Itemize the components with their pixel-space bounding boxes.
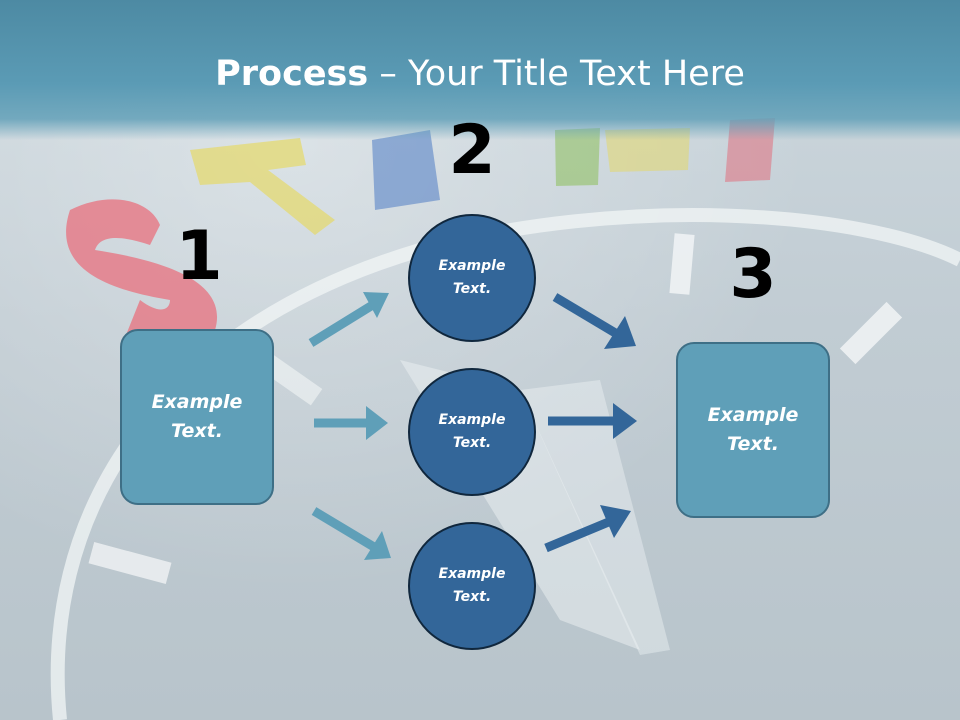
step-number-3: 3 bbox=[729, 235, 777, 314]
chalk-tick bbox=[669, 233, 695, 295]
page-title: Process – Your Title Text Here bbox=[0, 52, 960, 96]
right-process-box[interactable]: Example Text. bbox=[676, 342, 830, 518]
title-bold: Process bbox=[215, 54, 369, 94]
process-circle-middle[interactable]: Example Text. bbox=[408, 368, 536, 496]
letter-t-block bbox=[190, 138, 335, 235]
step-number-2: 2 bbox=[448, 111, 496, 190]
title-rest: – Your Title Text Here bbox=[368, 54, 745, 94]
circle-bottom-text: Example Text. bbox=[438, 566, 506, 605]
chalk-tick bbox=[839, 301, 903, 365]
circle-middle-text: Example Text. bbox=[438, 412, 506, 451]
process-circle-top[interactable]: Example Text. bbox=[408, 214, 536, 342]
right-box-text: Example Text. bbox=[707, 404, 799, 455]
letter-a-block bbox=[372, 130, 440, 210]
chalk-tick bbox=[88, 542, 172, 584]
title-bar bbox=[0, 0, 960, 140]
process-circle-bottom[interactable]: Example Text. bbox=[408, 522, 536, 650]
letter-r-block bbox=[555, 128, 600, 186]
chalk-tick bbox=[261, 354, 323, 406]
chalk-clock-arc bbox=[50, 208, 960, 720]
circle-top-text: Example Text. bbox=[438, 258, 506, 297]
letter-s-block bbox=[66, 199, 218, 361]
left-process-box[interactable]: Example Text. bbox=[120, 329, 274, 505]
step-number-1: 1 bbox=[175, 217, 223, 296]
left-box-text: Example Text. bbox=[151, 391, 243, 442]
